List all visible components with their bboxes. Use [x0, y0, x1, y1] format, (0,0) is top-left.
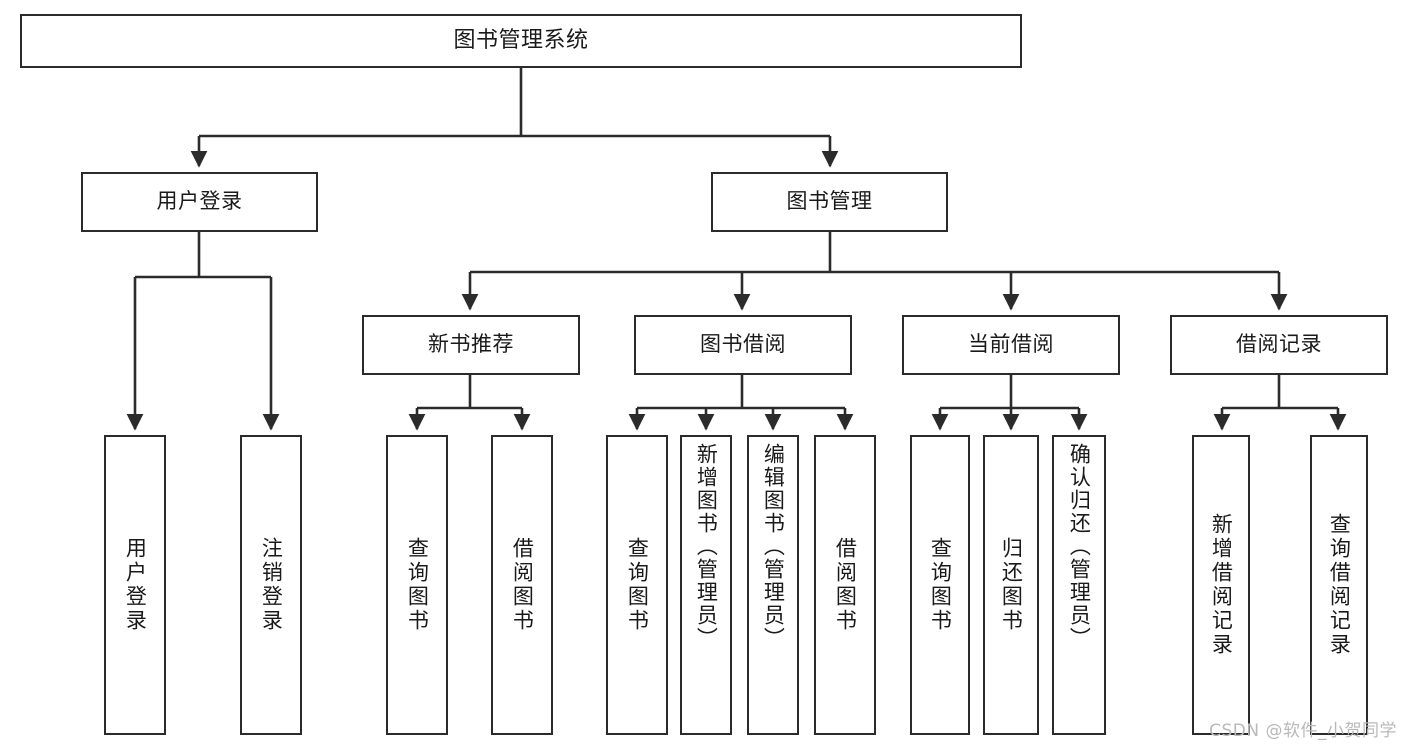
node-user-login[interactable]: 用户登录	[81, 172, 318, 232]
leaf-add-book-admin[interactable]: 新增图书（管理员）	[680, 435, 732, 735]
leaf-edit-book-admin[interactable]: 编辑图书（管理员）	[747, 435, 799, 735]
node-label: 借阅图书	[510, 537, 535, 633]
leaf-user-logout[interactable]: 注销登录	[240, 435, 302, 735]
node-label: 查询借阅记录	[1327, 513, 1352, 657]
node-root-system[interactable]: 图书管理系统	[20, 14, 1022, 68]
csdn-watermark: CSDN @软件_小贺同学	[1209, 721, 1397, 741]
node-label: 图书管理	[786, 189, 873, 214]
leaf-query-borrow-record[interactable]: 查询借阅记录	[1310, 435, 1368, 735]
node-book-borrow[interactable]: 图书借阅	[634, 315, 852, 375]
leaf-user-login[interactable]: 用户登录	[104, 435, 166, 735]
node-label: 图书借阅	[700, 332, 786, 357]
node-label: 查询图书	[405, 537, 430, 633]
node-label: 新增图书（管理员）	[694, 443, 719, 650]
leaf-query-book-borrow[interactable]: 查询图书	[606, 435, 668, 735]
node-borrow-records[interactable]: 借阅记录	[1170, 315, 1388, 375]
leaf-query-book-new[interactable]: 查询图书	[386, 435, 448, 735]
node-label: 图书管理系统	[453, 27, 589, 53]
node-label: 确认归还（管理员）	[1067, 443, 1092, 650]
node-label: 编辑图书（管理员）	[761, 443, 786, 650]
node-label: 注销登录	[259, 537, 284, 633]
node-label: 新书推荐	[428, 332, 514, 357]
node-book-management[interactable]: 图书管理	[711, 172, 948, 232]
leaf-query-book-current[interactable]: 查询图书	[910, 435, 970, 735]
node-label: 查询图书	[928, 537, 953, 633]
node-current-borrow[interactable]: 当前借阅	[902, 315, 1120, 375]
node-label: 当前借阅	[968, 332, 1054, 357]
node-label: 用户登录	[156, 189, 243, 214]
leaf-borrow-book[interactable]: 借阅图书	[814, 435, 876, 735]
node-label: 用户登录	[123, 537, 148, 633]
leaf-return-book[interactable]: 归还图书	[983, 435, 1039, 735]
node-label: 借阅记录	[1236, 332, 1322, 357]
node-label: 借阅图书	[833, 537, 858, 633]
leaf-add-borrow-record[interactable]: 新增借阅记录	[1192, 435, 1250, 735]
node-label: 归还图书	[999, 537, 1024, 633]
node-new-book-recommendation[interactable]: 新书推荐	[362, 315, 580, 375]
leaf-borrow-book-new[interactable]: 借阅图书	[491, 435, 553, 735]
node-label: 新增借阅记录	[1209, 513, 1234, 657]
node-label: 查询图书	[625, 537, 650, 633]
leaf-confirm-return-admin[interactable]: 确认归还（管理员）	[1052, 435, 1106, 735]
